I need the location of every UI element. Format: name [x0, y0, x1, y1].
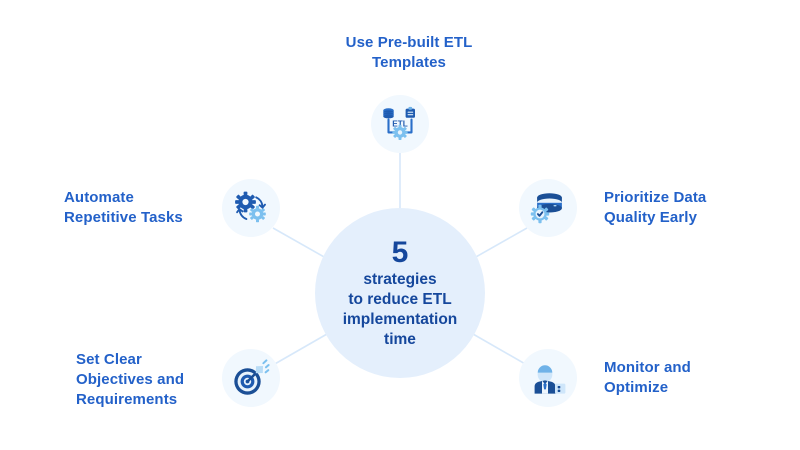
hub-caption: strategies to reduce ETL implementation … — [333, 270, 468, 349]
hub-line-3: implementation — [342, 310, 458, 328]
label-line-2: Repetitive Tasks — [64, 208, 183, 226]
label-line-1: Prioritize Data — [604, 189, 707, 206]
node-set-clear-objectives-and-requirements[interactable] — [222, 349, 280, 407]
label-automate-repetitive-tasks: Automate Repetitive Tasks — [64, 188, 214, 228]
center-hub: 5 strategies to reduce ETL implementatio… — [315, 208, 485, 378]
hub-number: 5 — [391, 235, 409, 269]
svg-text:ETL: ETL — [392, 119, 407, 128]
node-prioritize-data-quality-early[interactable] — [519, 179, 577, 237]
label-line-1: Monitor and — [604, 359, 691, 376]
label-line-3: Requirements — [76, 390, 178, 408]
label-line-1: Set Clear — [76, 351, 142, 368]
label-line-1: Use Pre-built ETL — [345, 34, 473, 51]
label-line-2: Objectives and — [76, 370, 185, 388]
etl-pipeline-icon: ETL — [380, 105, 420, 143]
hub-line-1: strategies — [363, 271, 437, 289]
label-pre-built-etl-templates: Use Pre-built ETL Templates — [324, 33, 494, 73]
label-line-2: Optimize — [604, 378, 669, 396]
target-dart-icon — [232, 359, 270, 397]
database-quality-badge-icon — [529, 190, 567, 226]
node-pre-built-etl-templates[interactable]: ETL — [371, 95, 429, 153]
analyst-monitoring-icon — [529, 361, 567, 395]
hub-line-2: to reduce ETL — [348, 290, 452, 308]
label-prioritize-data-quality-early: Prioritize Data Quality Early — [604, 188, 764, 228]
hub-line-4: time — [384, 330, 416, 348]
gears-automation-icon — [232, 189, 270, 227]
node-automate-repetitive-tasks[interactable] — [222, 179, 280, 237]
node-monitor-and-optimize[interactable] — [519, 349, 577, 407]
connector-bottom-right — [465, 329, 528, 366]
label-line-2: Quality Early — [604, 208, 698, 226]
label-line-2: Templates — [372, 53, 446, 71]
connector-bottom-left — [272, 329, 335, 366]
label-line-1: Automate — [64, 189, 134, 206]
label-monitor-and-optimize: Monitor and Optimize — [604, 358, 764, 398]
label-set-clear-objectives-and-requirements: Set Clear Objectives and Requirements — [76, 350, 216, 410]
